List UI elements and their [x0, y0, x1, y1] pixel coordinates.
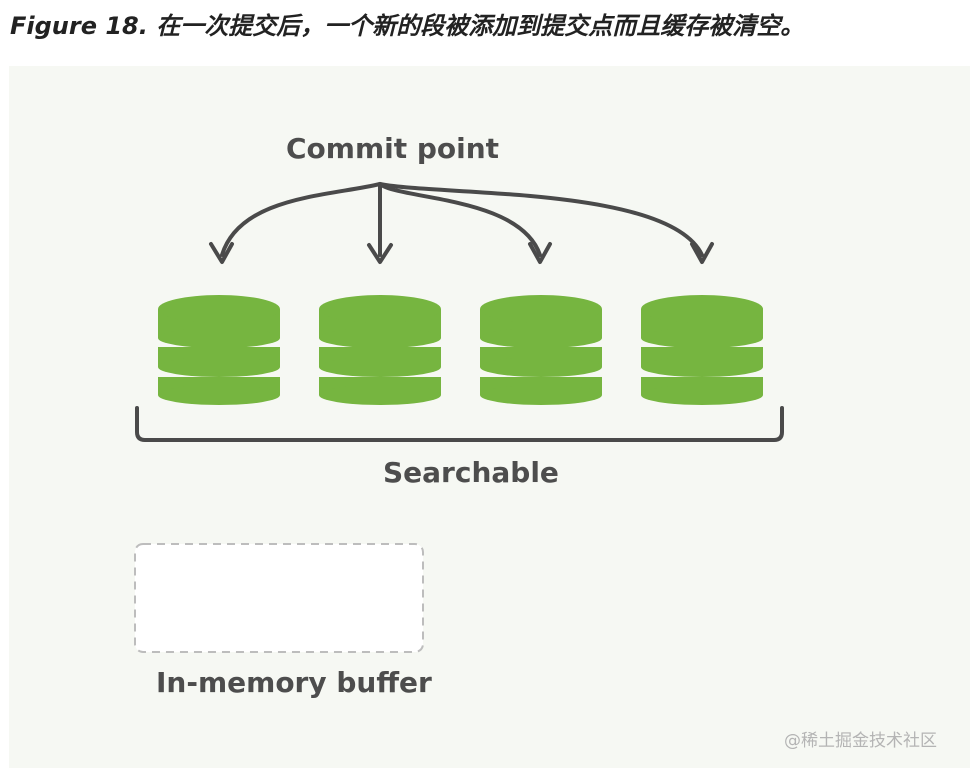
arrow-to-segment-3 [378, 182, 542, 257]
figure-caption: Figure 18. 在一次提交后，一个新的段被添加到提交点而且缓存被清空。 [10, 12, 805, 40]
arrowhead-2 [367, 243, 393, 264]
arrow-to-segment-4 [378, 182, 704, 257]
watermark-text: @稀土掘金技术社区 [784, 731, 937, 751]
commit-point-label: Commit point [286, 132, 500, 165]
commit-arrows [220, 182, 704, 257]
segment-1-icon [158, 295, 280, 405]
segment-3-icon [480, 295, 602, 405]
in-memory-buffer-box [134, 543, 424, 653]
arrowheads [209, 242, 714, 264]
arrowhead-1 [209, 242, 234, 264]
segment-4-icon [641, 295, 763, 405]
searchable-label: Searchable [383, 456, 559, 489]
arrow-to-segment-1 [220, 182, 382, 257]
arrowhead-3 [528, 242, 552, 264]
arrowhead-4 [690, 242, 714, 264]
searchable-bracket [135, 406, 784, 442]
segment-2-icon [319, 295, 441, 405]
in-memory-buffer-label: In-memory buffer [156, 666, 432, 699]
